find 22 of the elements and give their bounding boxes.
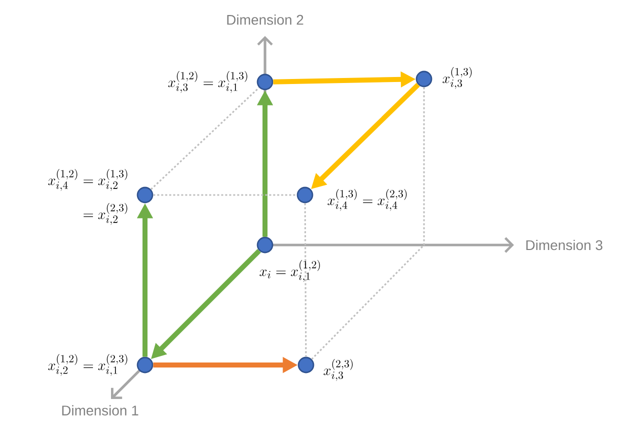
dotted-line bbox=[150, 87, 260, 190]
dot bbox=[296, 186, 314, 204]
dot bbox=[416, 70, 432, 88]
dotted-line bbox=[304, 203, 307, 357]
dot bbox=[136, 186, 154, 204]
dot bbox=[256, 236, 274, 254]
axis-label: Dimension 3 bbox=[526, 240, 602, 250]
formula-label: $x_{i,3}^{(1,2)} = x_{i,1}^{(1,3)}$ bbox=[168, 71, 248, 93]
formula-label: $x_{i,3}^{(2,3)}$ bbox=[324, 359, 353, 381]
axis-label: Dimension 1 bbox=[62, 405, 138, 416]
formula-label: $x_{i,4}^{(1,2)} = x_{i,2}^{(1,3)}$ bbox=[48, 169, 128, 191]
formula-label: $x_{i,4}^{(1,3)} = x_{i,4}^{(2,3)}$ bbox=[328, 189, 407, 211]
formula-label: $x_{i,3}^{(1,3)}$ bbox=[442, 67, 472, 89]
dot bbox=[136, 356, 154, 374]
dotted-line bbox=[153, 194, 297, 196]
dotted-line bbox=[311, 87, 425, 360]
axis-label: Dimension 2 bbox=[227, 14, 304, 25]
dot bbox=[298, 356, 314, 374]
formula-label: $x_{i,2}^{(1,2)}= x_{i,1}^{(2,3)}$ bbox=[48, 354, 128, 376]
dot bbox=[256, 74, 274, 90]
formula-label: $x_i = x_{i,1}^{(1,2)}$ bbox=[260, 260, 320, 282]
formula-label: $= x_{i,2}^{(2,3)}$ bbox=[84, 203, 128, 225]
